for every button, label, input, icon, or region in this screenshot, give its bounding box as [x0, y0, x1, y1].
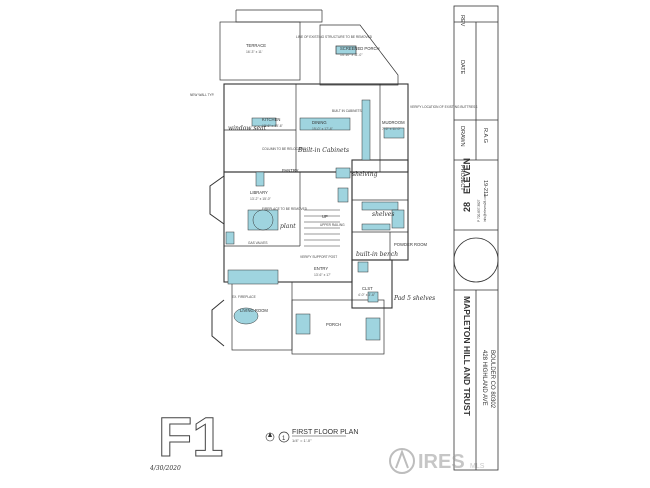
note-upper-railing: UPPER RAILING — [320, 223, 345, 227]
title-block — [453, 5, 499, 471]
note-existing-structure: LINE OF EXISTING STRUCTURE TO BE REMOVED — [296, 35, 373, 39]
room-screened-dim: 14'-10" x 11'-0" — [340, 53, 363, 57]
room-screened-porch: SCREENED PORCH — [340, 46, 380, 51]
note-fireplace: FIREPLACE TO BE REMOVED — [262, 207, 308, 211]
hand-shelving: shelving — [352, 171, 378, 178]
rev-label: REV — [459, 15, 465, 27]
furniture — [225, 99, 405, 341]
stairs — [304, 209, 340, 247]
note-buttress: VERIFY LOCATION OF EXISTING BUTTRESS — [410, 105, 477, 109]
firm-name: ELEVEN — [462, 158, 472, 194]
hand-shelves: shelves — [372, 211, 394, 218]
note-gas-valves: GAS VALVES — [248, 241, 268, 245]
plan-title-text: FIRST FLOOR PLAN — [292, 429, 358, 436]
room-mudroom: MUDROOM — [382, 120, 405, 125]
note-ex-fireplace: EX. FIREPLACE — [232, 295, 256, 299]
seal-circle — [453, 237, 499, 283]
sheet-number: F1 — [158, 405, 223, 468]
ires-watermark: IRES MLS — [389, 448, 485, 474]
room-entry-dim: 13'-6" x 17' — [314, 273, 331, 277]
firm-email: info@eleven28.com — [483, 193, 487, 222]
room-library-dim: 13'-2" x 15'-0" — [250, 197, 272, 201]
drawn-value: R.A.G — [482, 128, 488, 143]
firm-phone: P 720.837.3827 — [477, 199, 481, 222]
firm-number: 28 — [462, 202, 472, 212]
plan-title: 1 FIRST FLOOR PLAN 1/4" = 1'-0" — [265, 429, 358, 443]
hand-pad-shelves: Pad 5 shelves — [393, 295, 435, 302]
hand-built-in-bench: built-in bench — [356, 251, 398, 258]
stairs-up: UP — [322, 214, 328, 219]
handwritten-notes: shelving Built-in Cabinets plant window … — [228, 125, 435, 302]
note-support-post: VERIFY SUPPORT POST — [300, 255, 337, 259]
sheet-date: 4/30/2020 — [149, 465, 181, 472]
hand-plant: plant — [280, 223, 296, 230]
date-label: DATE — [459, 60, 465, 75]
note-new-wall: NEW WALL TYP. — [190, 93, 214, 97]
project-label: PROJECT — [459, 165, 465, 191]
room-entry: ENTRY — [314, 266, 328, 271]
annotations: LINE OF EXISTING STRUCTURE TO BE REMOVED… — [190, 35, 477, 299]
room-library: LIBRARY — [250, 190, 268, 195]
room-living: LIVING ROOM — [240, 308, 268, 313]
room-dining: DINING — [312, 120, 327, 125]
note-column: COLUMN TO BE RELOCATED — [262, 147, 307, 151]
watermark-sub: MLS — [470, 463, 485, 470]
title-block-text: REV DATE DRAWN R.A.G PROJECT 19-211 ELEV… — [459, 15, 495, 417]
room-kitchen-dim: 13'-6" x 15'-6" — [262, 124, 284, 128]
project-name: MAPLETON HILL AND TRUST — [462, 296, 472, 417]
address-line2: BOULDER CO 80302 — [489, 350, 495, 409]
room-closet: CLST — [362, 286, 373, 291]
hand-window-seat: window seat — [228, 125, 267, 132]
hand-built-in-cabinets: Built-in Cabinets — [297, 147, 349, 154]
room-pantry: PANTRY — [282, 168, 299, 173]
floor-plan — [209, 9, 409, 355]
room-powder: POWDER ROOM — [394, 242, 428, 247]
room-terrace: TERRACE — [246, 43, 266, 48]
room-kitchen: KITCHEN — [262, 117, 280, 122]
room-terrace-dim: 16'-3" x 11' — [246, 50, 263, 54]
room-closet-dim: 4'-0" x 3'-6" — [358, 293, 376, 297]
plan-scale: 1/4" = 1'-0" — [292, 438, 312, 443]
drawn-label: DRAWN — [459, 126, 465, 147]
room-mudroom-dim: 7'-6" x 11'-0" — [382, 127, 402, 131]
room-labels: TERRACE 16'-3" x 11' SCREENED PORCH 14'-… — [240, 43, 428, 327]
svg-text:1: 1 — [282, 436, 286, 442]
room-dining-dim: 15'-0" x 17'-6" — [312, 127, 334, 131]
watermark-brand: IRES — [418, 451, 465, 473]
ires-logo-icon — [395, 449, 409, 469]
project-value: 19-211 — [482, 180, 488, 197]
north-arrow-icon — [268, 432, 272, 437]
address-line1: 428 HIGHLAND AVE — [481, 350, 487, 406]
note-built-in: BUILT IN CABINETS — [332, 109, 362, 113]
room-porch: PORCH — [326, 322, 341, 327]
